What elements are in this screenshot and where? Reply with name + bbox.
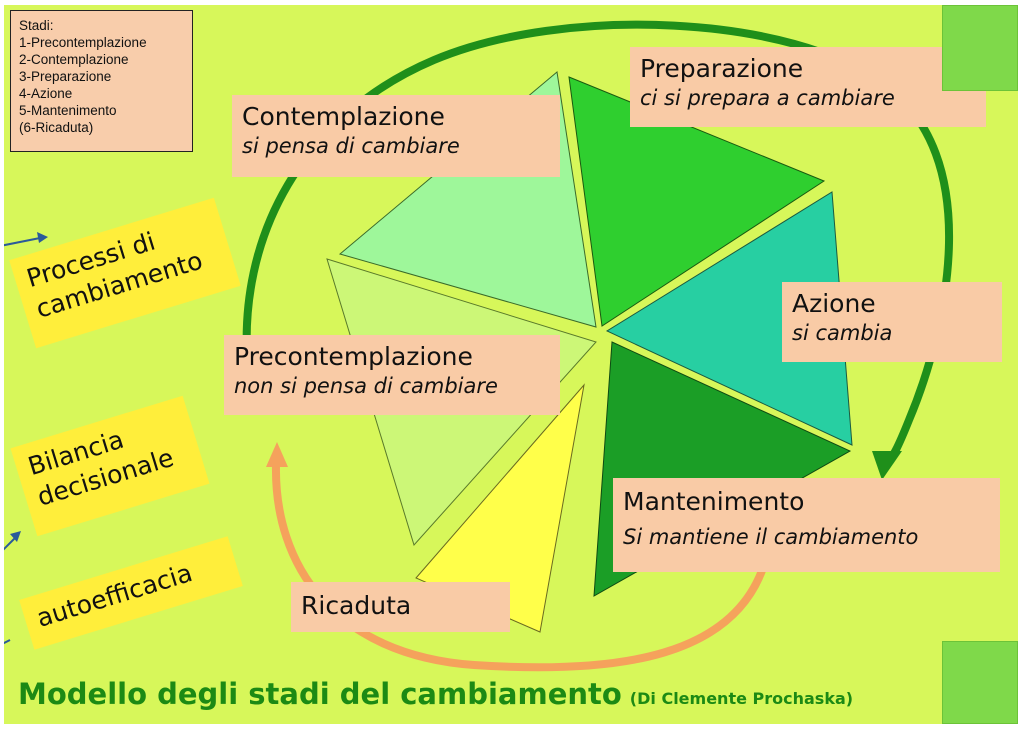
stage-title: Mantenimento xyxy=(623,487,805,516)
cycle-diagram xyxy=(4,20,953,672)
stage-subtitle: Si mantiene il cambiamento xyxy=(623,525,919,549)
cycle-arrow-head xyxy=(872,451,902,480)
corner-square-bottom xyxy=(942,641,1018,724)
legend-title: Stadi: xyxy=(19,18,54,33)
stage-subtitle: ci si prepara a cambiare xyxy=(640,86,895,110)
legend-item: 2-Contemplazione xyxy=(19,52,129,67)
legend-item: 4-Azione xyxy=(19,86,73,101)
footer-title: Modello degli stadi del cambiamento xyxy=(18,677,622,711)
legend-item: (6-Ricaduta) xyxy=(19,120,94,135)
stage-subtitle: non si pensa di cambiare xyxy=(234,374,498,398)
stage-title: Ricaduta xyxy=(301,591,412,620)
wedge-preparazione xyxy=(568,76,826,327)
pointer-arrow-bilancia-head xyxy=(10,531,21,542)
legend-item: 3-Preparazione xyxy=(19,69,112,84)
legend-item: 1-Precontemplazione xyxy=(19,35,147,50)
stage-title: Precontemplazione xyxy=(234,342,473,371)
label-preparazione: Preparazione ci si prepara a cambiare xyxy=(630,47,986,127)
corner-square-top xyxy=(942,5,1018,91)
stage-title: Contemplazione xyxy=(242,102,445,131)
pointer-arrow-processi xyxy=(4,237,41,247)
legend-item: 5-Mantenimento xyxy=(19,103,117,118)
diagram-canvas: Stadi: 1-Precontemplazione 2-Contemplazi… xyxy=(4,5,1018,724)
pointer-arrow-bilancia xyxy=(4,536,17,551)
stage-subtitle: si pensa di cambiare xyxy=(242,134,460,158)
relapse-arrow-head xyxy=(266,442,288,467)
label-ricaduta: Ricaduta xyxy=(291,582,510,632)
stage-title: Azione xyxy=(792,289,876,318)
pointer-arrow-autoefficacia xyxy=(4,639,11,645)
relapse-arrow xyxy=(271,461,768,672)
stages-legend: Stadi: 1-Precontemplazione 2-Contemplazi… xyxy=(10,10,193,152)
stage-title: Preparazione xyxy=(640,54,804,83)
diagram-title: Modello degli stadi del cambiamento (Di C… xyxy=(18,677,853,711)
footer-author: (Di Clemente Prochaska) xyxy=(629,689,854,708)
stage-subtitle: si cambia xyxy=(792,321,893,345)
pointer-arrow-processi-head xyxy=(37,232,48,243)
label-contemplazione: Contemplazione si pensa di cambiare xyxy=(232,95,560,177)
label-precontemplazione: Precontemplazione non si pensa di cambia… xyxy=(224,335,560,415)
label-mantenimento: Mantenimento Si mantiene il cambiamento xyxy=(613,478,1000,572)
label-azione: Azione si cambia xyxy=(782,282,1002,362)
